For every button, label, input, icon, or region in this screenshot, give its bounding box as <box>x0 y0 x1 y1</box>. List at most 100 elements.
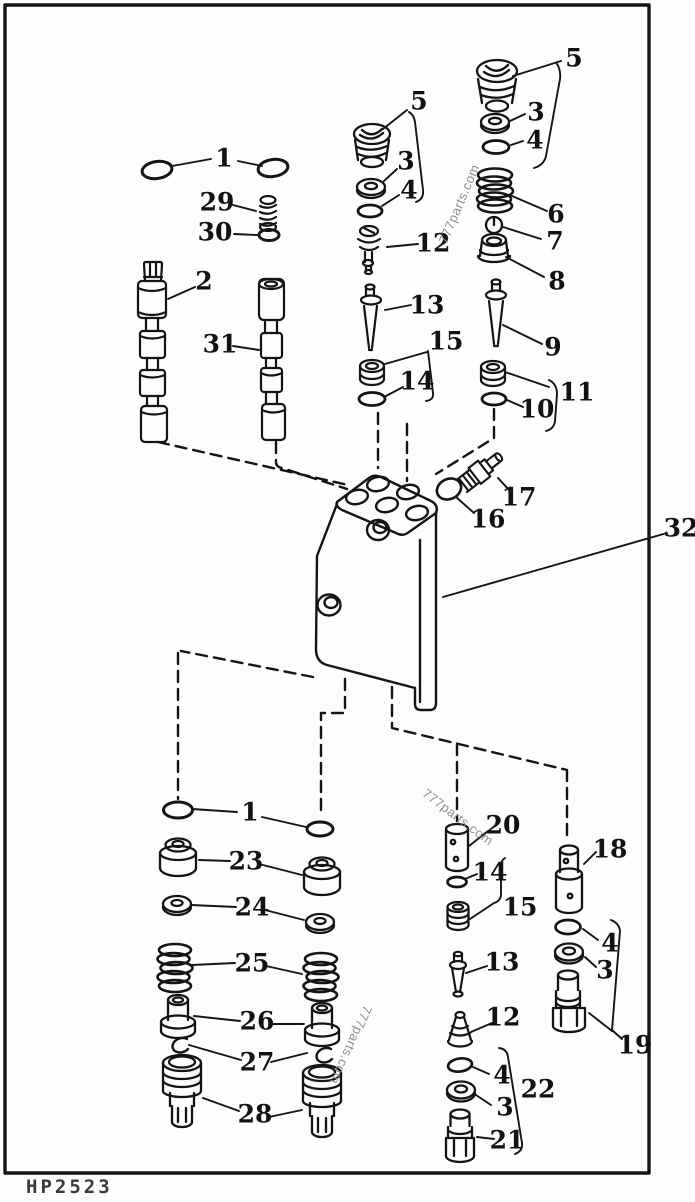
part-16-oring <box>435 477 463 501</box>
part-callout-1: 1 <box>215 143 233 173</box>
part-17-fitting <box>456 452 504 494</box>
part-callout-15: 15 <box>502 892 538 922</box>
part-callout-23: 23 <box>228 846 264 876</box>
part-7-ball <box>484 215 504 235</box>
part-callout-30: 30 <box>197 217 233 247</box>
part-27-snap-ring-right <box>315 1046 334 1064</box>
part-callout-4: 4 <box>400 175 418 205</box>
part-callout-7: 7 <box>546 226 564 256</box>
part-callout-13: 13 <box>409 290 445 320</box>
part-callout-25: 25 <box>234 948 270 978</box>
part-3-washer-left <box>355 177 387 200</box>
part-15-bushing-top <box>358 358 386 387</box>
part-callout-4: 4 <box>493 1060 511 1090</box>
part-14-oring-bottom <box>446 875 468 889</box>
part-callout-9: 9 <box>544 332 562 362</box>
part-25-spring-left <box>156 942 194 994</box>
part-26-bushing-left <box>159 993 197 1040</box>
part-24-washer-right <box>304 912 336 935</box>
part-callout-5: 5 <box>410 86 428 116</box>
part-callout-10: 10 <box>519 394 555 424</box>
part-14-oring-top <box>357 391 387 407</box>
part-5-screw-plug-right <box>475 58 519 113</box>
part-callout-12: 12 <box>485 1002 521 1032</box>
part-23-cap-left <box>158 837 198 878</box>
leader-lines <box>167 60 668 1140</box>
part-21-plug <box>444 1108 476 1164</box>
part-31-spool <box>257 277 287 442</box>
part-1-oring-bottom-left <box>162 800 194 820</box>
part-9-needle <box>484 278 508 348</box>
part-callout-18: 18 <box>592 834 628 864</box>
part-callout-21: 21 <box>489 1125 525 1155</box>
part-callout-4: 4 <box>601 928 619 958</box>
part-callout-29: 29 <box>199 187 235 217</box>
part-11-bushing <box>479 359 507 388</box>
part-callout-13: 13 <box>484 947 520 977</box>
part-13-needle-bottom <box>448 950 468 998</box>
frame-border <box>3 3 651 1175</box>
part-4-oring-right <box>481 139 511 155</box>
part-12-poppet-bottom <box>446 1010 474 1048</box>
drawing-code: HP2523 <box>26 1176 113 1198</box>
part-callout-22: 22 <box>520 1074 556 1104</box>
part-1-oring-top-left <box>140 159 174 181</box>
part-5-screw-plug-left <box>352 122 392 169</box>
part-callout-4: 4 <box>526 125 544 155</box>
part-callout-19: 19 <box>617 1030 653 1060</box>
part-callout-11: 11 <box>559 377 595 407</box>
part-4-oring-bottom-right <box>554 918 582 936</box>
part-23-cap-right <box>302 856 342 897</box>
part-12-poppet-top <box>356 224 382 276</box>
part-3-washer-bottom-right <box>553 942 585 965</box>
part-3-washer-right <box>479 112 511 135</box>
part-26-bushing-right <box>303 1001 341 1048</box>
part-30-oring <box>257 228 281 242</box>
assembly-dashed-lines <box>156 407 569 844</box>
part-6-spring <box>475 167 515 214</box>
part-callout-14: 14 <box>472 857 508 887</box>
part-callout-6: 6 <box>547 199 565 229</box>
part-25-spring-right <box>302 951 340 1003</box>
part-1-oring-top-right <box>256 157 290 179</box>
part-callout-8: 8 <box>548 266 566 296</box>
part-callout-12: 12 <box>415 228 451 258</box>
part-20-sleeve <box>444 822 470 873</box>
part-callout-32: 32 <box>663 513 695 543</box>
part-27-snap-ring-left <box>171 1036 190 1054</box>
part-18-sleeve <box>554 844 584 915</box>
part-3-washer-bottom-mid <box>445 1080 477 1103</box>
part-callout-31: 31 <box>202 329 238 359</box>
part-callout-3: 3 <box>496 1092 514 1122</box>
part-callout-2: 2 <box>195 266 213 296</box>
part-callout-16: 16 <box>470 504 506 534</box>
part-callout-27: 27 <box>239 1047 275 1077</box>
part-10-oring <box>480 391 508 407</box>
part-callout-5: 5 <box>565 43 583 73</box>
part-4-oring-left <box>356 203 384 219</box>
part-callout-24: 24 <box>234 892 270 922</box>
part-callout-3: 3 <box>527 97 545 127</box>
part-callout-26: 26 <box>239 1006 275 1036</box>
part-callout-20: 20 <box>485 810 521 840</box>
part-callout-17: 17 <box>501 482 537 512</box>
part-19-plug <box>551 969 587 1034</box>
part-8-seat-cup <box>476 232 512 264</box>
part-4-oring-bottom-mid <box>446 1057 474 1073</box>
part-callout-3: 3 <box>596 955 614 985</box>
part-13-needle-top <box>359 283 383 352</box>
part-callout-3: 3 <box>397 146 415 176</box>
part-24-washer-left <box>161 894 193 917</box>
part-28-check-valve-left <box>161 1053 203 1129</box>
part-15-bushing-bottom <box>446 900 470 932</box>
part-callout-1: 1 <box>241 797 259 827</box>
part-callout-15: 15 <box>428 326 464 356</box>
part-32-valve-body <box>314 474 439 712</box>
group-brackets <box>408 63 623 1155</box>
part-callout-28: 28 <box>237 1099 273 1129</box>
part-28-check-valve-right <box>301 1063 343 1139</box>
part-callout-14: 14 <box>399 366 435 396</box>
part-29-detent-spring <box>258 194 278 233</box>
